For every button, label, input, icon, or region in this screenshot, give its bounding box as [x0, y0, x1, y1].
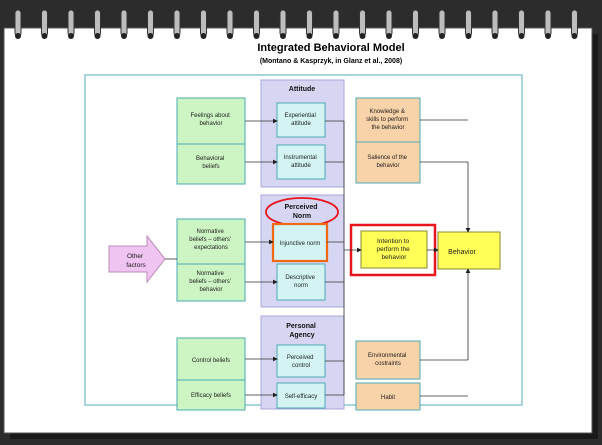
intention-label: Intention to perform the behavior	[376, 238, 411, 261]
other-factors-label: Other factors	[126, 253, 146, 269]
spiral-binding	[14, 9, 578, 39]
spiral-hole	[94, 33, 101, 39]
self-efficacy-box	[276, 382, 326, 409]
habit-box	[355, 382, 421, 411]
spiral-hole	[147, 33, 154, 39]
spiral-ring	[67, 9, 75, 37]
spiral-ring	[359, 9, 366, 37]
instrumental-attitude-label: Instrumental attitude	[284, 155, 319, 169]
perceived-control-label: Perceived control	[287, 355, 315, 369]
experiential-attitude-label: Experiential attitude	[284, 113, 317, 127]
spiral-hole	[439, 33, 445, 39]
habit-label: Habit	[381, 395, 395, 401]
spiral-hole	[306, 33, 313, 39]
descriptive-norm-box	[276, 263, 326, 301]
descriptive-norm-label: Descriptive norm	[285, 275, 316, 289]
spiral-hole	[386, 33, 392, 39]
spiral-ring	[385, 9, 393, 37]
behavior-box	[437, 231, 501, 270]
spiral-ring	[544, 9, 552, 37]
diagram-citation: (Montano & Kasprzyk, in Glanz et al., 20…	[260, 58, 402, 65]
behavioral-beliefs-label: Behavioral beliefs	[196, 156, 226, 170]
spiral-hole	[253, 33, 260, 39]
environmental-constraints-label: Environmental costraints	[368, 353, 408, 367]
spiral-ring	[332, 9, 340, 37]
perceived-control-box	[276, 344, 326, 378]
spiral-hole	[41, 33, 48, 39]
spiral-ring	[571, 9, 578, 37]
spiral-hole	[200, 33, 207, 39]
connector-lines	[165, 118, 471, 398]
spiral-hole	[492, 33, 498, 39]
injunctive-norm-label: Injunctive norm	[280, 241, 321, 247]
knowledge-skills-label: Knowledge & skills to perform the behavi…	[366, 109, 410, 131]
spiral-ring	[200, 9, 207, 37]
normative-beliefs-expectations-label: Normative beliefs – others' expectations	[189, 229, 233, 251]
control-beliefs-box	[176, 337, 246, 381]
perceived-norm-heading: Perceived Norm	[284, 204, 319, 220]
diagram-title: Integrated Behavioral Model	[257, 42, 404, 54]
spiral-ring	[465, 9, 472, 37]
efficacy-beliefs-label: Efficacy beliefs	[191, 393, 231, 399]
spiral-hole	[571, 33, 578, 39]
spiral-hole	[121, 33, 127, 39]
spiral-ring	[120, 9, 128, 37]
spiral-hole	[174, 33, 180, 39]
intention-box	[360, 230, 428, 269]
salience-box	[355, 141, 421, 184]
spiral-hole	[545, 33, 551, 39]
spiral-ring	[253, 9, 260, 37]
spiral-hole	[227, 33, 233, 39]
spiral-hole	[280, 33, 286, 39]
feelings-label: Feelings about behavior	[190, 113, 231, 127]
behavioral-beliefs-box	[176, 143, 246, 185]
spiral-ring	[491, 9, 499, 37]
experiential-attitude-box	[276, 102, 326, 138]
normative-beliefs-behavior-label: Normative beliefs – others' behavior	[189, 271, 233, 293]
spiral-hole	[359, 33, 366, 39]
environmental-constraints-box	[355, 340, 421, 380]
attitude-heading: Attitude	[289, 86, 316, 93]
normative-beliefs-expectations-box	[176, 218, 246, 265]
spiral-ring	[226, 9, 234, 37]
normative-beliefs-behavior-box	[176, 263, 246, 302]
spiral-hole	[333, 33, 339, 39]
control-beliefs-label: Control beliefs	[192, 358, 230, 364]
feelings-box	[176, 97, 246, 145]
spiral-ring	[518, 9, 525, 37]
spiral-ring	[41, 9, 48, 37]
spiral-ring	[173, 9, 181, 37]
spiral-ring	[306, 9, 313, 37]
personal-agency-heading: Personal Agency	[286, 323, 318, 339]
spiral-ring	[438, 9, 446, 37]
spiral-ring	[94, 9, 101, 37]
behavior-label: Behavior	[448, 249, 476, 256]
spiral-ring	[147, 9, 154, 37]
spiral-hole	[465, 33, 472, 39]
spiral-ring	[279, 9, 287, 37]
instrumental-attitude-box	[276, 144, 326, 180]
spiral-hole	[518, 33, 525, 39]
spiral-hole	[412, 33, 419, 39]
spiral-ring	[14, 9, 22, 37]
self-efficacy-label: Self-efficacy	[285, 394, 318, 400]
salience-label: Salience of the behavior	[367, 155, 408, 169]
spiral-ring	[412, 9, 419, 37]
spiral-hole	[68, 33, 74, 39]
other-factors-arrow	[108, 234, 166, 284]
spiral-hole	[15, 33, 21, 39]
